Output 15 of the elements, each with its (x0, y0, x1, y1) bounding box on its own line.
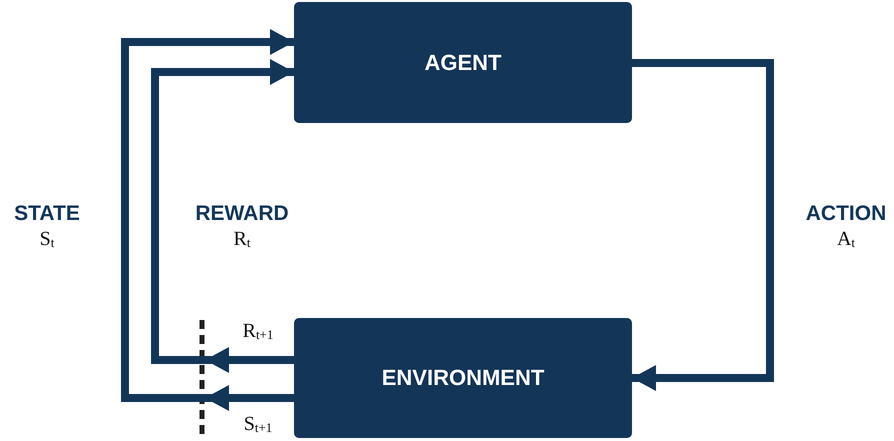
process-box (294, 2, 632, 123)
arrow (121, 29, 294, 411)
arrow (632, 59, 774, 391)
state-symbol: S$_{t}$ (40, 228, 54, 251)
action-symbol: A$_{t}$ (836, 228, 856, 251)
process-box (294, 318, 632, 438)
arrow (151, 59, 294, 373)
reward-label: REWARD (195, 202, 289, 226)
action-label: ACTION (806, 202, 886, 226)
next-reward-symbol: R$_{t+1}$ (242, 320, 274, 343)
node-label: ENVIRONMENT (382, 365, 544, 391)
node-label: AGENT (424, 50, 502, 76)
reward-symbol: R$_{t}$ (234, 228, 250, 251)
next-state-symbol: S$_{t+1}$ (244, 413, 272, 436)
state-label: STATE (14, 202, 80, 226)
